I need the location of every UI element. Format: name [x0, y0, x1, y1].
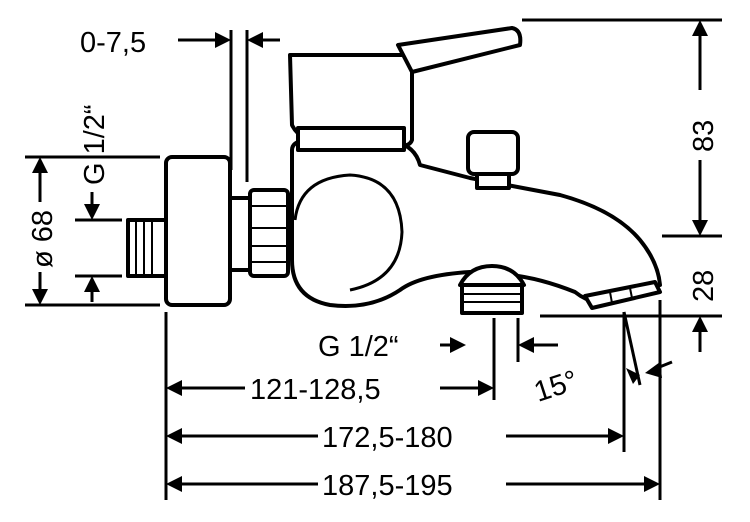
arrow-28-bottom	[692, 316, 708, 332]
spout-aerator	[583, 280, 662, 310]
arrow-83-top	[692, 20, 708, 36]
arrow-angle-right	[645, 362, 662, 378]
cartridge-neck	[296, 126, 406, 152]
bottom-outlet	[458, 264, 526, 287]
label-diameter: ø 68	[27, 210, 59, 268]
arrow-angle-left	[626, 368, 640, 384]
faucet-outline	[126, 26, 662, 315]
thread-stub	[126, 218, 168, 278]
diverter-knob	[466, 130, 520, 176]
arrow-83-bottom	[692, 220, 708, 236]
arrow-offset-right	[247, 32, 263, 48]
lever-handle	[396, 26, 523, 74]
connector-ring	[228, 196, 252, 272]
dimension-lines	[25, 18, 722, 500]
arrow-side-thread-top	[84, 204, 100, 220]
label-side-thread: G 1/2“	[79, 104, 111, 185]
label-height-83: 83	[688, 120, 720, 152]
arrow-bottom-thread-left	[450, 337, 466, 353]
arrow-diameter-bottom	[32, 289, 48, 305]
arrow-187-right	[644, 476, 660, 492]
label-angle: 15°	[530, 365, 582, 409]
label-offset: 0-7,5	[80, 27, 146, 59]
label-length-outlet: 121-128,5	[250, 374, 381, 406]
label-length-total: 187,5-195	[322, 470, 453, 502]
label-bottom-thread: G 1/2“	[318, 331, 399, 363]
arrow-offset-left	[215, 32, 231, 48]
label-length-spout: 172,5-180	[322, 422, 453, 454]
bottom-thread	[460, 283, 524, 315]
label-height-28: 28	[688, 270, 720, 302]
diverter-stem	[475, 172, 511, 190]
arrow-bottom-thread-right	[518, 337, 534, 353]
escutcheon	[164, 155, 232, 307]
hex-nut	[248, 188, 290, 278]
arrow-187-left	[166, 476, 182, 492]
arrow-121-right	[478, 380, 494, 396]
arrow-side-thread-bottom	[84, 276, 100, 292]
body-bulge	[293, 173, 404, 292]
arrow-172-right	[608, 428, 624, 444]
arrow-121-left	[166, 380, 182, 396]
arrow-diameter-top	[32, 157, 48, 173]
arrow-172-left	[166, 428, 182, 444]
